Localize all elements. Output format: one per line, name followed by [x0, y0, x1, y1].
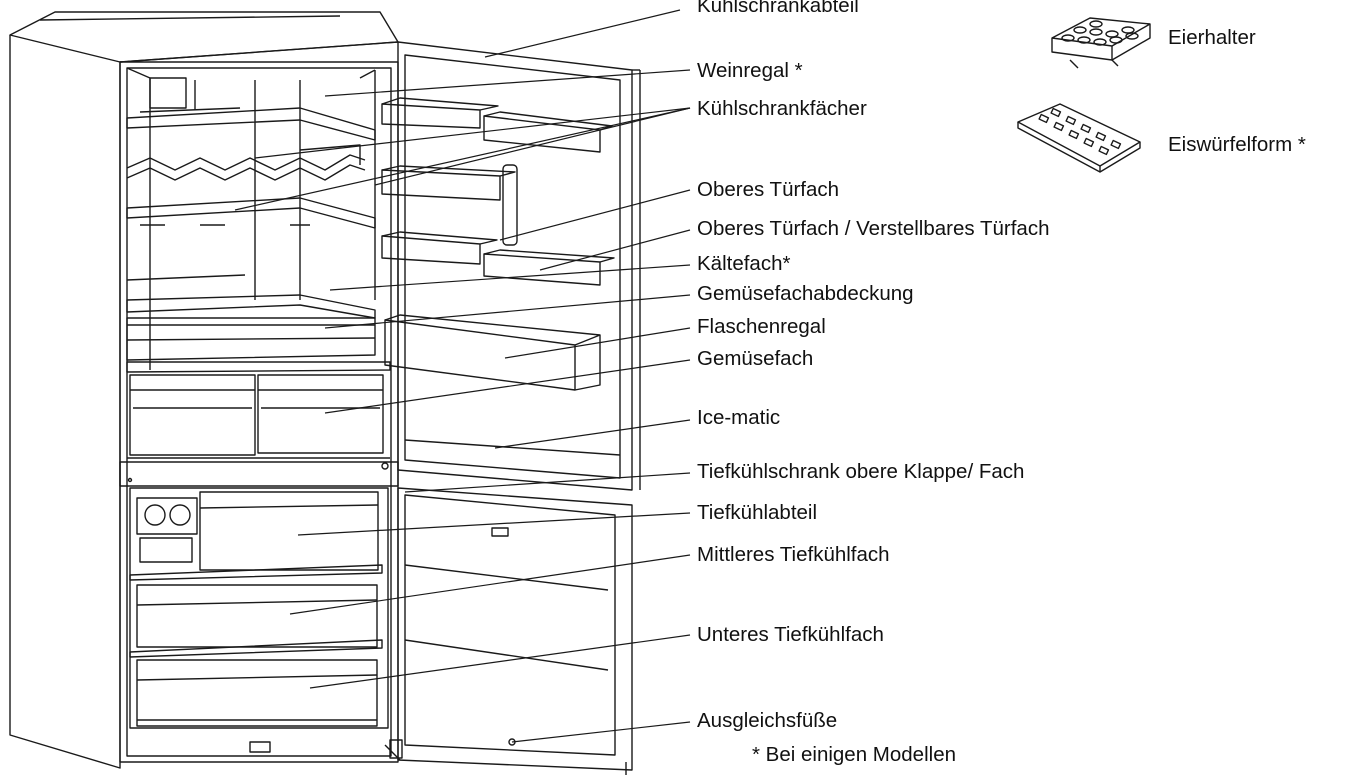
label-ausgleichsfuesse: Ausgleichsfüße	[697, 711, 837, 732]
label-kaeltefach: Kältefach*	[697, 254, 790, 275]
fridge-cabinet	[10, 12, 398, 768]
label-kuehlschrankabteil: Kühlschrankabteil	[697, 0, 859, 17]
label-gemuesefachabdeckung: Gemüsefachabdeckung	[697, 284, 914, 305]
label-tiefkuehlabteil: Tiefkühlabteil	[697, 503, 817, 524]
label-ice-matic: Ice-matic	[697, 408, 780, 429]
upper-door	[382, 42, 640, 490]
label-verstellbares-tuerfach: Oberes Türfach / Verstellbares Türfach	[697, 219, 1049, 240]
lower-door	[385, 488, 632, 775]
label-eiswuerfelform: Eiswürfelform *	[1168, 135, 1306, 156]
ice-cube-tray-icon	[1018, 104, 1140, 172]
label-gemuesefach: Gemüsefach	[697, 349, 813, 370]
label-weinregal: Weinregal *	[697, 61, 803, 82]
label-mittleres-tiefkuehlfach: Mittleres Tiefkühlfach	[697, 545, 890, 566]
label-flaschenregal: Flaschenregal	[697, 317, 826, 338]
egg-holder-icon	[1052, 18, 1150, 68]
label-unteres-tiefkuehlfach: Unteres Tiefkühlfach	[697, 625, 884, 646]
leader-lines	[235, 10, 690, 742]
footnote-some-models: * Bei einigen Modellen	[752, 745, 956, 766]
label-oberes-tuerfach: Oberes Türfach	[697, 180, 839, 201]
label-tiefkuehlschrank-klappe: Tiefkühlschrank obere Klappe/ Fach	[697, 462, 1024, 483]
label-eierhalter: Eierhalter	[1168, 28, 1256, 49]
label-kuehlschrankfaecher: Kühlschrankfächer	[697, 99, 867, 120]
